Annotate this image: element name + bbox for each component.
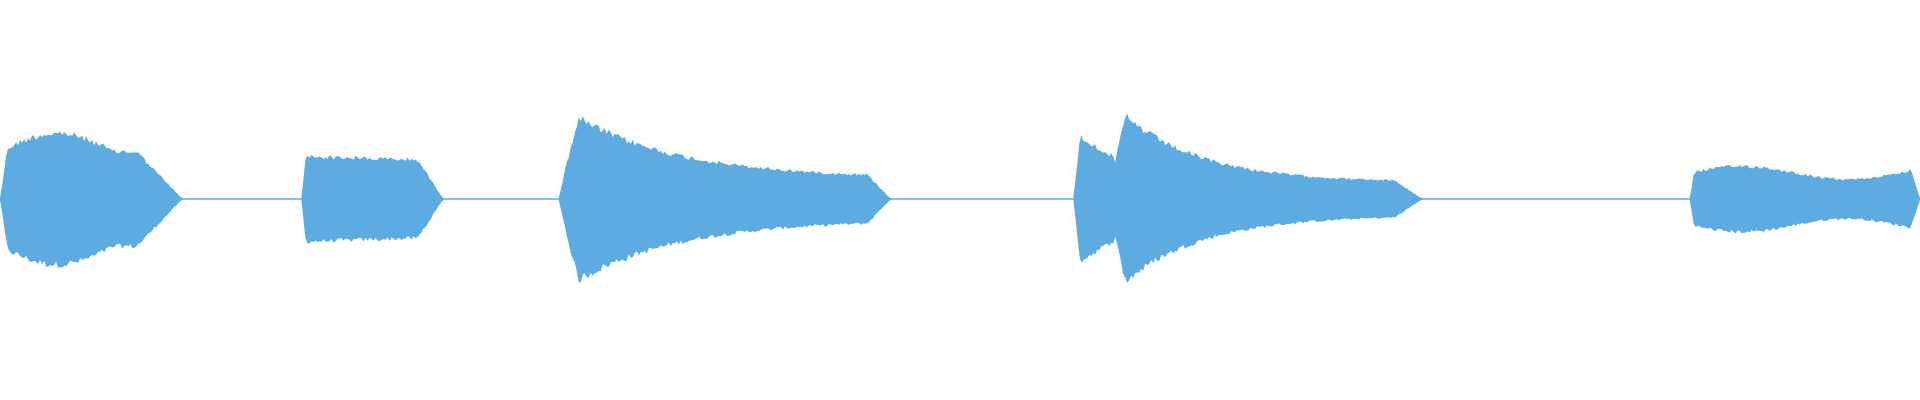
clip-1 [0,131,183,268]
clip-3 [558,116,891,283]
clip-2 [301,154,444,244]
clip-5 [1689,165,1920,234]
waveform-clips [0,113,1920,283]
clip-4 [1073,113,1423,283]
